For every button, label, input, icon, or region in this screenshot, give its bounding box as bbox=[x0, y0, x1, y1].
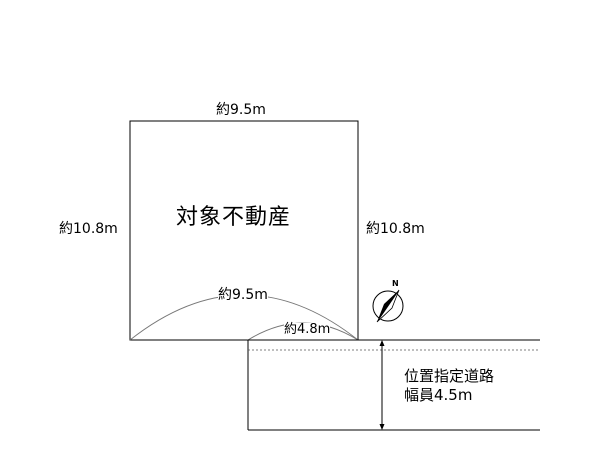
frontage-arc-label: 約9.5m bbox=[218, 287, 268, 303]
north-arrow-icon bbox=[372, 289, 404, 323]
dimension-arrow-down-icon bbox=[379, 424, 385, 430]
property-name-label: 対象不動産 bbox=[176, 205, 292, 230]
road-contact-label: 約4.8m bbox=[284, 322, 331, 337]
road-info-label: 位置指定道路 幅員4.5m bbox=[404, 367, 494, 405]
top-width-label: 約9.5m bbox=[216, 102, 266, 118]
dimension-arrow-up-icon bbox=[379, 340, 385, 346]
road-width-label: 幅員4.5m bbox=[404, 386, 473, 404]
property-boundary bbox=[129, 120, 359, 341]
compass-letter: N bbox=[392, 279, 399, 288]
left-depth-label: 約10.8m bbox=[59, 221, 118, 237]
right-depth-label: 約10.8m bbox=[366, 221, 425, 237]
road-type-label: 位置指定道路 bbox=[404, 367, 495, 385]
